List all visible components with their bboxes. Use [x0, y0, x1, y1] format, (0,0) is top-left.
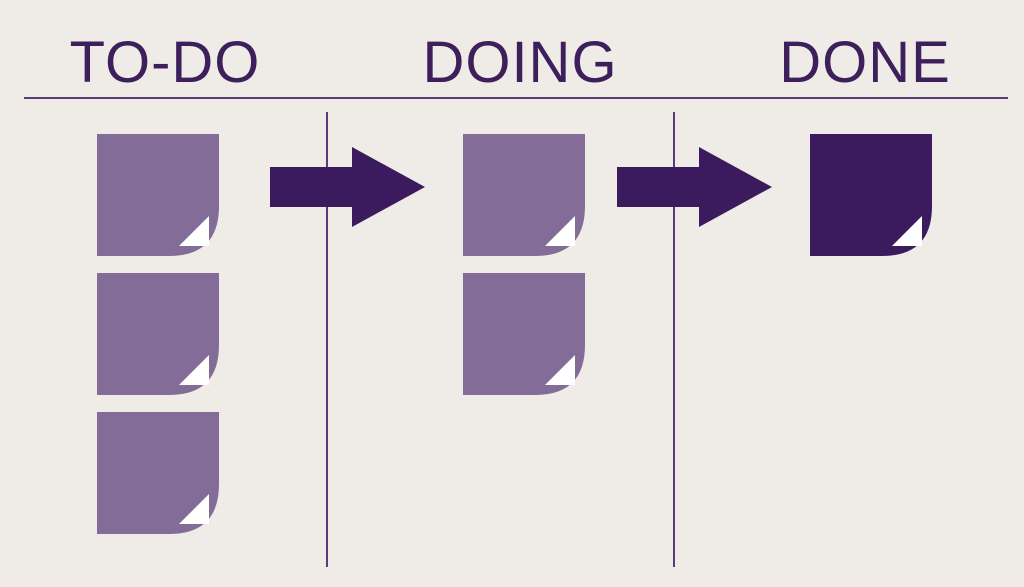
column-divider — [673, 112, 675, 567]
sticky-note-icon — [97, 134, 219, 256]
column-title-done: DONE — [779, 30, 951, 95]
sticky-note-icon — [463, 134, 585, 256]
header-divider — [24, 97, 1008, 99]
column-divider — [326, 112, 328, 567]
sticky-note-icon — [810, 134, 932, 256]
column-title-todo: TO-DO — [69, 30, 261, 95]
right-arrow-icon — [617, 147, 777, 227]
column-title-doing: DOING — [422, 30, 618, 95]
sticky-note-icon — [97, 412, 219, 534]
sticky-note-icon — [463, 273, 585, 395]
sticky-note-icon — [97, 273, 219, 395]
right-arrow-icon — [270, 147, 430, 227]
